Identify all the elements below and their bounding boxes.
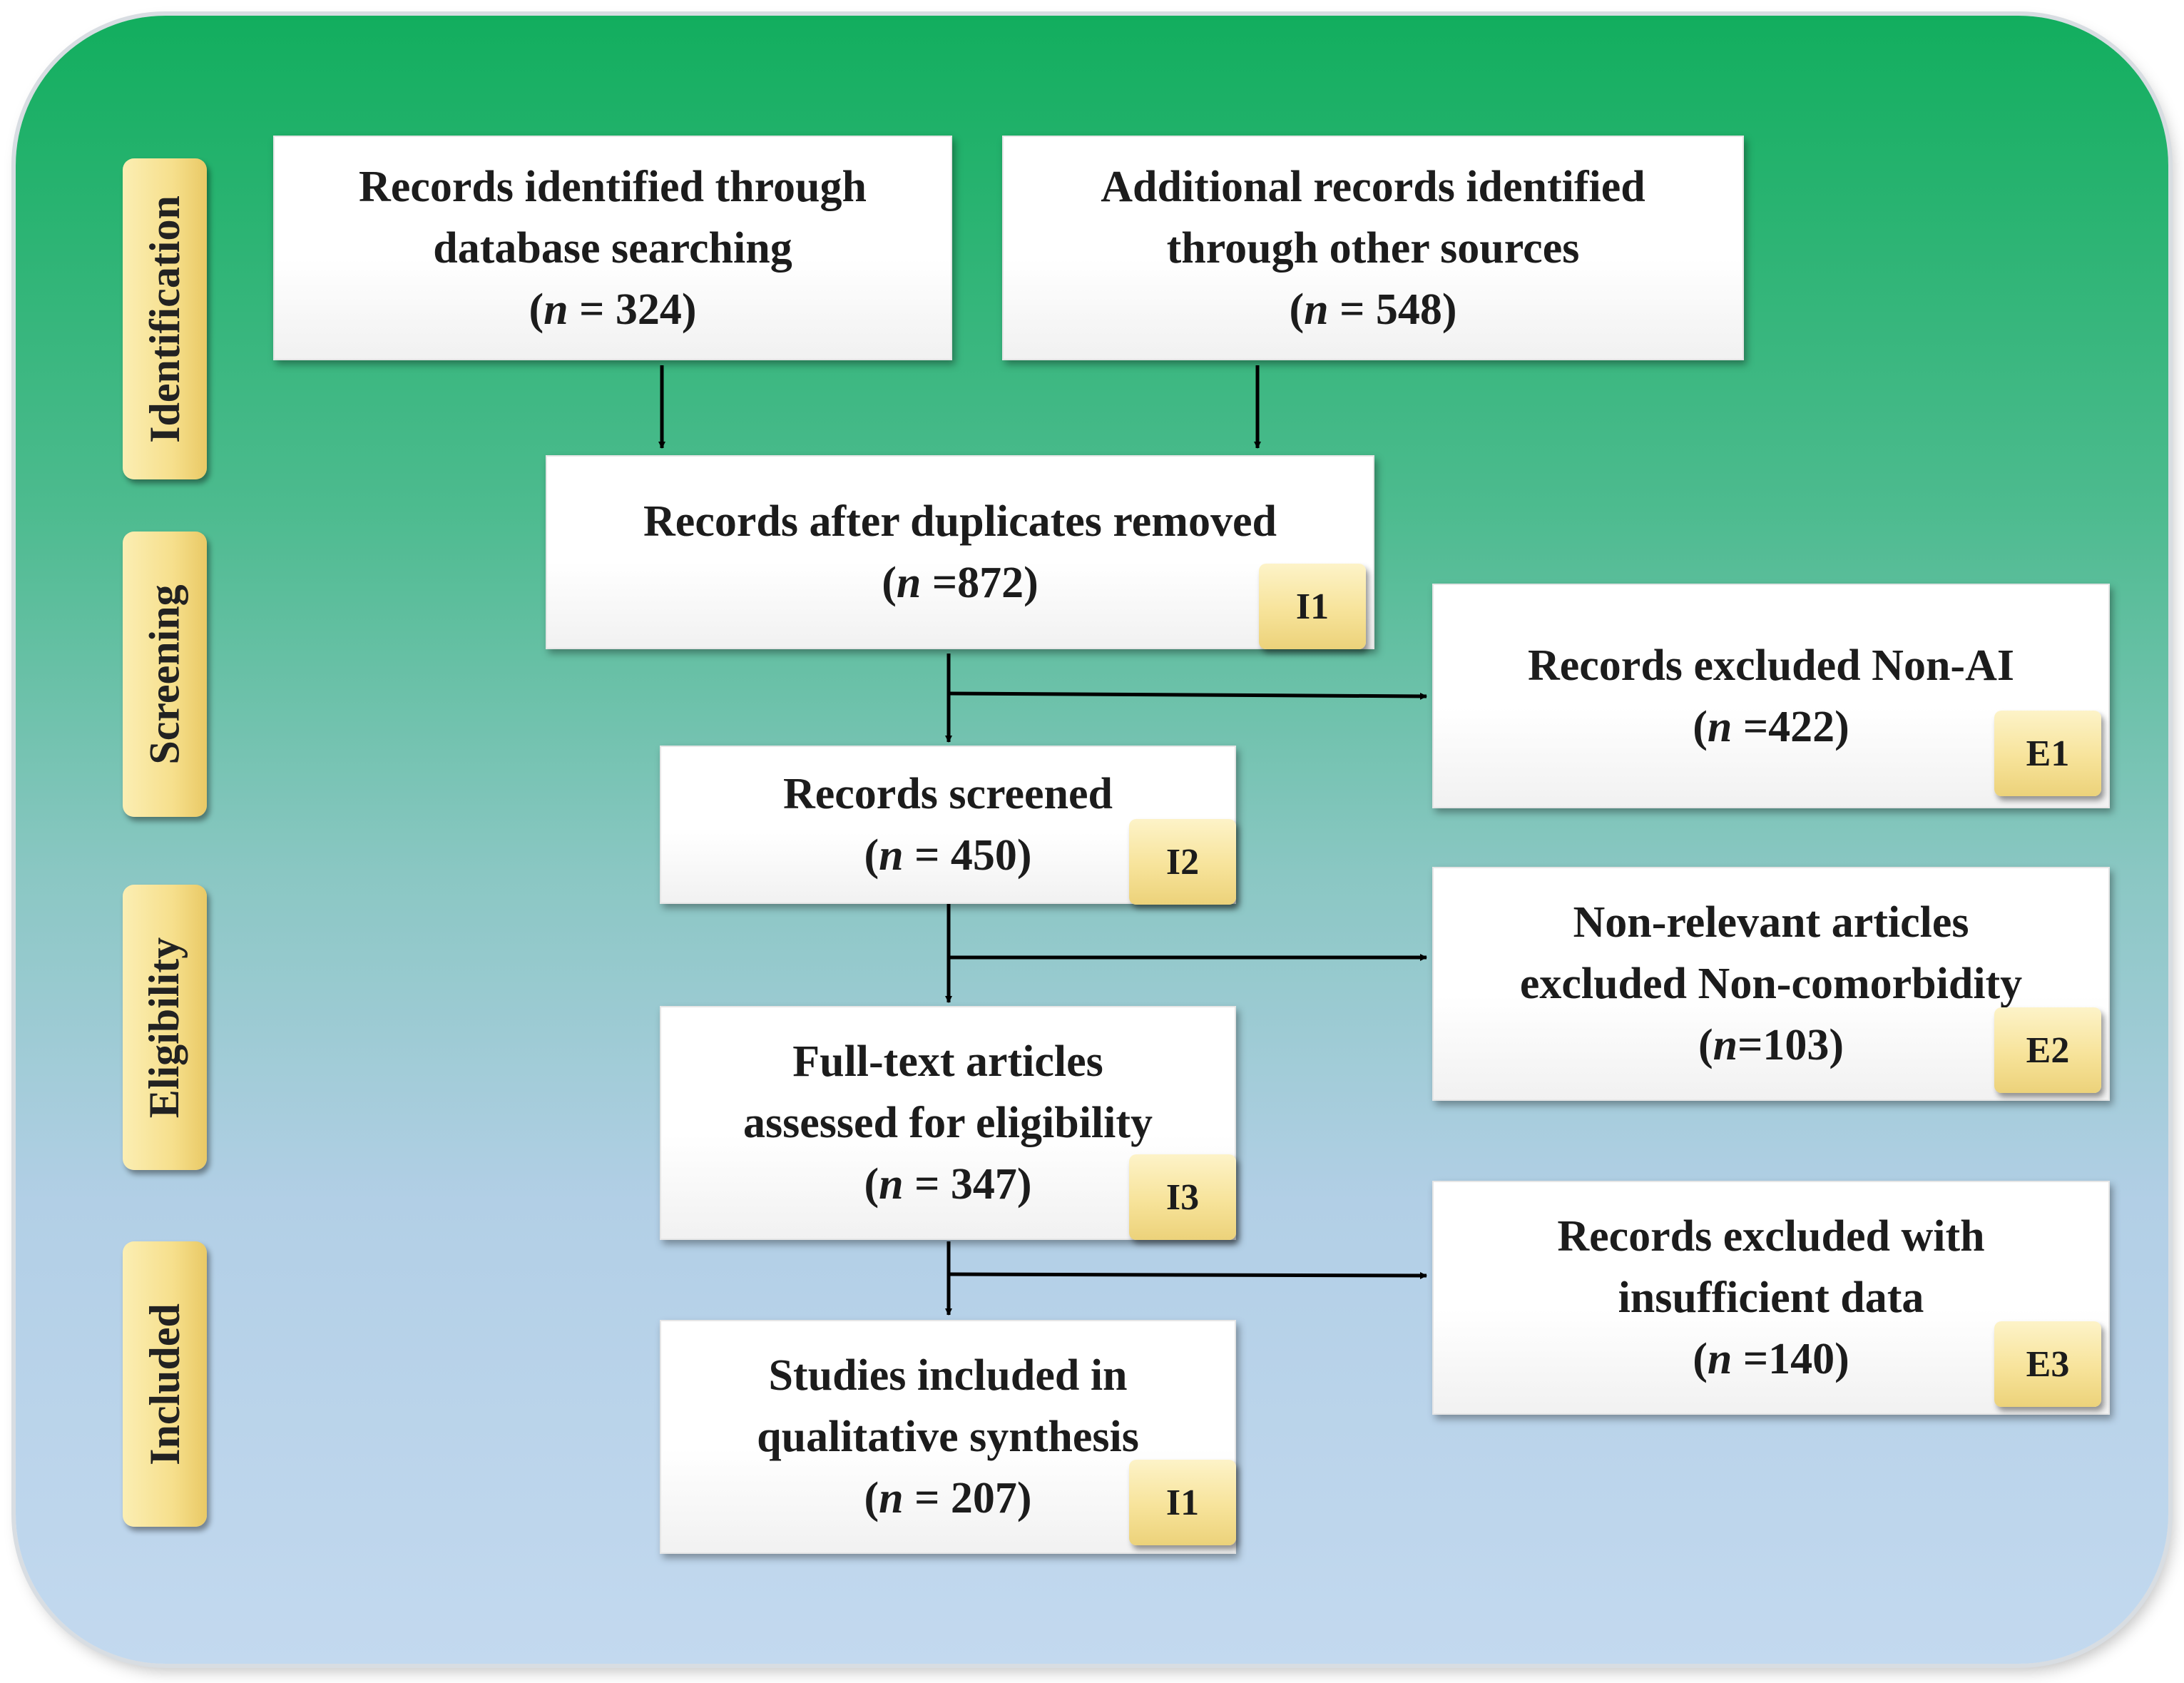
box-excluded-insufficient-line2: insufficient data [1618,1273,1924,1322]
tag-duplicates: I1 [1259,564,1366,649]
box-records-other-sources: Additional records identified through ot… [1002,136,1744,360]
box-included-count: (n = 207) [864,1474,1032,1522]
tag-fulltext: I3 [1129,1154,1236,1240]
box-included-line2: qualitative synthesis [757,1413,1139,1461]
phase-included: Included [123,1241,207,1527]
box-duplicates-line1: Records after duplicates removed [643,497,1277,546]
box-screened-line1: Records screened [782,770,1113,818]
box-excluded-insufficient-line1: Records excluded with [1557,1212,1985,1261]
box-records-other-line2: through other sources [1166,223,1580,273]
tag-excluded-nonai: E1 [1994,711,2101,796]
box-records-database-line2: database searching [433,223,792,273]
arrow-fulltext-to-excluded-insufficient [948,1271,1427,1279]
box-screened-count: (n = 450) [864,831,1032,880]
box-fulltext-line1: Full-text articles [792,1037,1103,1086]
box-excluded-nonrelevant-line1: Non-relevant articles [1573,898,1969,947]
phase-screening: Screening [123,532,207,817]
box-records-database-line1: Records identified through [359,162,867,211]
box-excluded-nonai-count: (n =422) [1693,702,1849,751]
phase-eligibility: Eligibility [123,885,207,1170]
box-excluded-nonrelevant-count: (n=103) [1698,1021,1844,1069]
box-records-other-line1: Additional records identified [1101,162,1645,211]
box-records-database: Records identified through database sear… [273,136,952,360]
box-fulltext-line2: assessed for eligibility [743,1099,1153,1147]
box-included-line1: Studies included in [768,1351,1128,1400]
arrow-duplicates-to-excluded-nonai [948,691,1427,700]
box-excluded-nonrelevant-line2: excluded Non-comorbidity [1519,960,2023,1008]
box-duplicates-count: (n =872) [882,559,1039,607]
box-records-after-duplicates: Records after duplicates removed (n =872… [546,455,1374,649]
box-excluded-nonai-line1: Records excluded Non-AI [1528,641,2014,690]
tag-excluded-nonrelevant: E2 [1994,1007,2101,1093]
tag-included: I1 [1129,1460,1236,1545]
box-fulltext-count: (n = 347) [864,1160,1032,1209]
box-records-other-count: (n = 548) [1289,285,1457,334]
phase-identification: Identification [123,158,207,479]
box-excluded-insufficient-count: (n =140) [1693,1335,1849,1383]
tag-excluded-insufficient: E3 [1994,1321,2101,1407]
box-records-database-count: (n = 324) [529,285,697,334]
tag-screened: I2 [1129,819,1236,905]
